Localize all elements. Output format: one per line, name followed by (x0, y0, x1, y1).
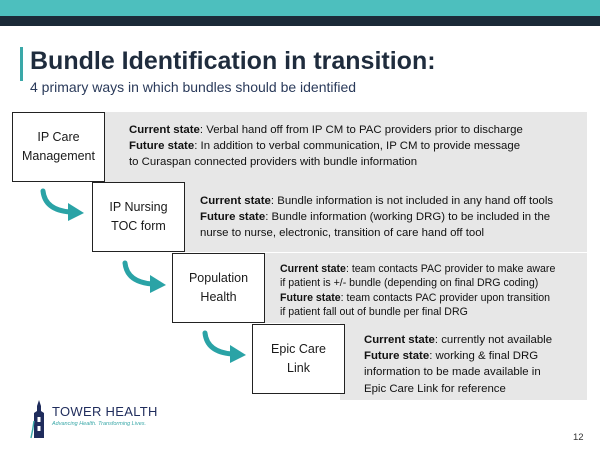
curved-arrow-icon (122, 260, 166, 293)
step-4-current-label: Current state (364, 334, 435, 346)
logo-tagline: Advancing Health. Transforming Lives. (52, 421, 147, 427)
page-number: 12 (573, 432, 584, 443)
tower-health-logo: TOWER HEALTH Advancing Health. Transform… (30, 399, 170, 441)
slide-title: Bundle Identification in transition: (30, 47, 436, 75)
slide-subtitle: 4 primary ways in which bundles should b… (30, 79, 357, 95)
step-2-future-label: Future state (200, 211, 266, 224)
tower-logo-icon (30, 400, 44, 439)
step-4-description: Current state: currently not available F… (364, 332, 552, 397)
step-2-future-text: : Bundle information (working DRG) to be… (265, 211, 551, 224)
step-1-panel (101, 112, 587, 182)
top-banner-teal (0, 0, 600, 16)
step-4-future-text-3: Epic Care Link for reference (364, 382, 506, 395)
top-banner-navy (0, 16, 600, 26)
step-3-box-line-2: Health (200, 290, 237, 304)
step-3-panel (261, 253, 587, 323)
step-4-current-text: : currently not available (434, 334, 553, 346)
step-4-box-line-2: Link (287, 361, 310, 375)
step-3-current-text-2: if patient is +/- bundle (depending on f… (280, 277, 539, 290)
step-2-panel (180, 182, 587, 252)
step-4-future-text-2: information to be made available in (364, 366, 541, 379)
step-4-future-text: : working & final DRG (429, 350, 539, 363)
step-1-description: Current state: Verbal hand off from IP C… (129, 122, 523, 171)
step-1-box-line-2: Management (22, 149, 95, 163)
step-4-future-label: Future state (364, 350, 430, 363)
title-accent-bar (20, 47, 23, 81)
step-2-future-text-2: nurse to nurse, electronic, transition o… (200, 227, 485, 240)
step-3-description: Current state: team contacts PAC provide… (280, 262, 555, 319)
step-3-future-label: Future state (280, 291, 341, 304)
step-4-panel (340, 323, 587, 400)
step-1-current-text: : Verbal hand off from IP CM to PAC prov… (199, 124, 523, 136)
step-1-future-label: Future state (129, 140, 195, 153)
step-3-box-line-1: Population (188, 271, 249, 286)
step-2-description: Current state: Bundle information is not… (200, 193, 553, 242)
step-3-current-label: Current state (280, 263, 346, 275)
curved-arrow-icon (40, 188, 84, 221)
logo-name: TOWER HEALTH (52, 404, 158, 419)
step-1-box-line-1: IP Care (37, 130, 80, 145)
step-3-future-text-2: if patient fall out of bundle per final … (280, 305, 468, 318)
curved-arrow-icon (202, 330, 246, 363)
step-1-future-text: : In addition to verbal communication, I… (194, 140, 521, 153)
step-2-box-line-2: TOC form (111, 219, 166, 233)
step-2-current-text: : Bundle information is not included in … (270, 195, 554, 207)
step-4-box-line-1: Epic Care (271, 342, 326, 357)
step-3-current-text: : team contacts PAC provider to make awa… (345, 263, 556, 275)
step-2-box-line-1: IP Nursing (109, 200, 168, 215)
step-1-current-label: Current state (129, 124, 200, 136)
step-1-future-text-2: to Curaspan connected providers with bun… (129, 156, 418, 169)
step-2-current-label: Current state (200, 195, 271, 207)
step-3-future-text: : team contacts PAC provider upon transi… (340, 291, 551, 304)
